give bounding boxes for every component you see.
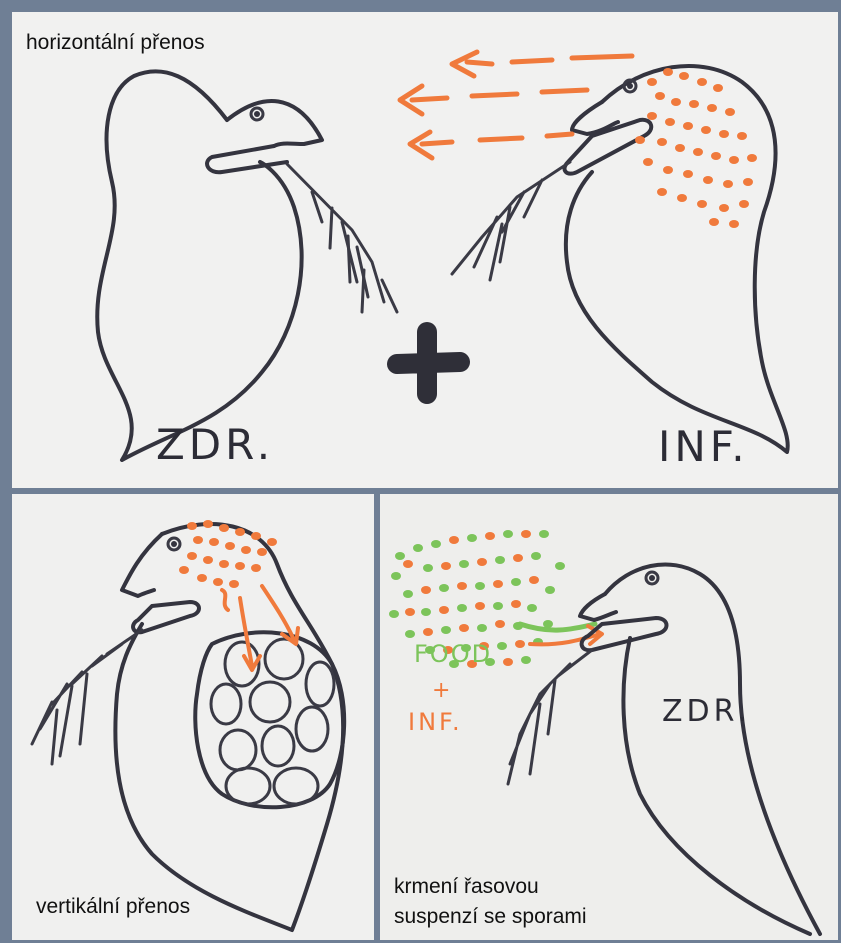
label-healthy: ZDR. bbox=[156, 420, 274, 469]
caption-horizontal: horizontální přenos bbox=[26, 30, 205, 56]
caption-feeding-line2: suspenzí se sporami bbox=[394, 904, 587, 930]
vertical-transmission-drawing bbox=[12, 494, 374, 940]
panel-vertical-transmission: vertikální přenos bbox=[12, 494, 374, 940]
label-food: FOOD bbox=[414, 640, 492, 668]
healthy-daphnia-left bbox=[97, 71, 397, 460]
spore-dots-vertical bbox=[179, 520, 277, 588]
healthy-daphnia-feeding bbox=[508, 564, 820, 934]
infected-daphnia-with-eggs bbox=[32, 524, 344, 930]
vertical-arrows bbox=[222, 586, 298, 670]
plus-sign bbox=[397, 332, 460, 394]
label-plus: + bbox=[432, 678, 454, 703]
food-flow-green bbox=[520, 624, 595, 630]
label-infected: INF. bbox=[658, 422, 749, 471]
panel-horizontal-transmission: horizontální přenos ZDR. INF. bbox=[12, 12, 838, 488]
caption-vertical: vertikální přenos bbox=[36, 894, 190, 920]
label-healthy-feeding: ZDR. bbox=[662, 694, 751, 729]
spore-dots-infected bbox=[635, 68, 757, 228]
infected-daphnia-right bbox=[452, 66, 788, 452]
panel-feeding-transmission: FOOD + INF. ZDR. krmení řasovou suspenzí… bbox=[380, 494, 838, 940]
label-inf-feeding: INF. bbox=[408, 708, 463, 736]
horizontal-transmission-drawing bbox=[12, 12, 838, 488]
caption-feeding-line1: krmení řasovou bbox=[394, 874, 539, 900]
